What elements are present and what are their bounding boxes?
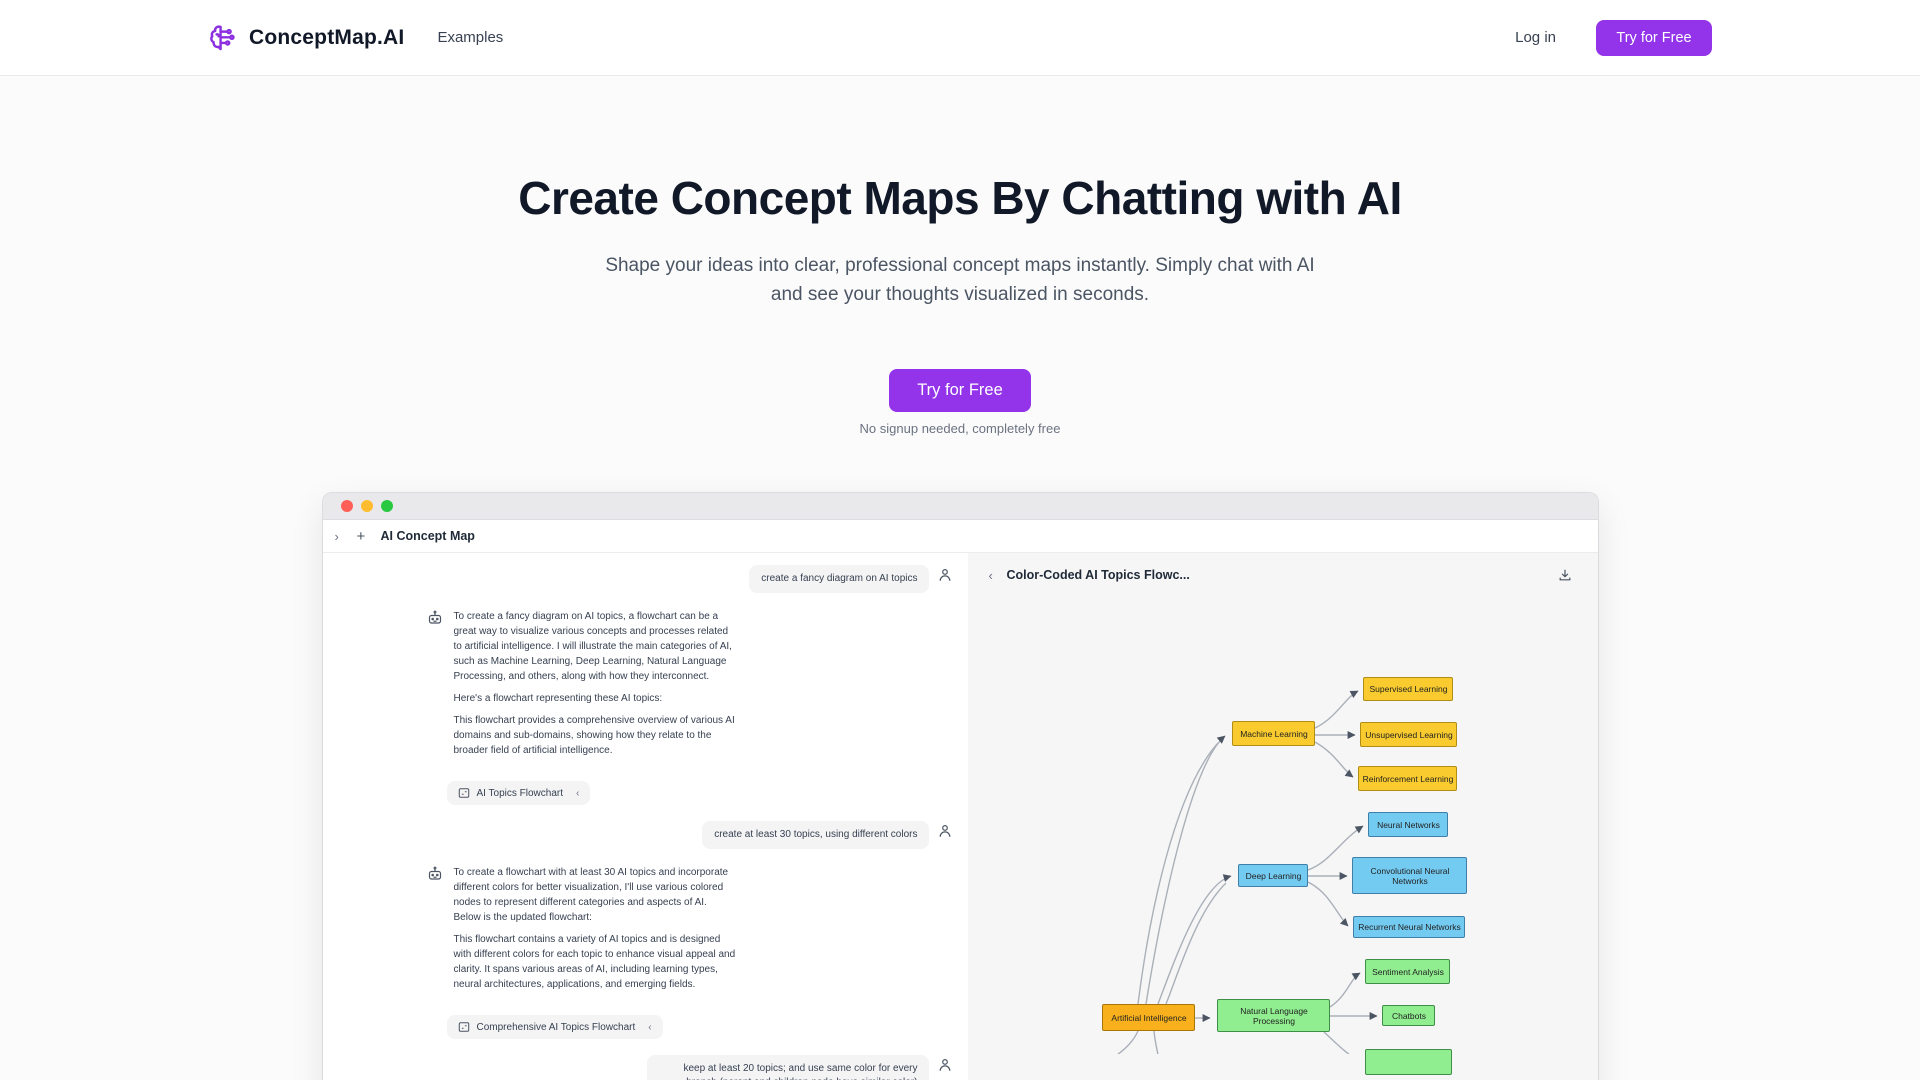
flowchart-panel: ‹ Color-Coded AI Topics Flowc... (968, 553, 1598, 1080)
user-avatar-icon (940, 1059, 951, 1071)
hero-subtitle: Shape your ideas into clear, professiona… (0, 251, 1920, 309)
brand[interactable]: ConceptMap.AI (205, 21, 404, 55)
attachment-chip-comprehensive-flowchart[interactable]: Comprehensive AI Topics Flowchart ‹ (446, 1015, 663, 1039)
brain-logo-icon (210, 24, 235, 50)
user-avatar-icon (940, 569, 951, 581)
flowchart-header: ‹ Color-Coded AI Topics Flowc... (968, 553, 1597, 597)
flowchart-node-reinforcement-learning[interactable]: Reinforcement Learning (1358, 766, 1458, 791)
sidebar-expand-icon[interactable]: › (334, 528, 339, 544)
flowchart-title: Color-Coded AI Topics Flowc... (1006, 568, 1190, 582)
user-message: keep at least 20 topics; and use same co… (323, 1055, 969, 1080)
flowchart-node-clipped[interactable] (1365, 1049, 1453, 1075)
flowchart-node-chatbots[interactable]: Chatbots (1382, 1005, 1436, 1026)
assistant-message: To create a fancy diagram on AI topics, … (323, 609, 969, 765)
window-titlebar (322, 493, 1598, 520)
assistant-message-text: To create a fancy diagram on AI topics, … (454, 609, 737, 765)
user-message-bubble: keep at least 20 topics; and use same co… (647, 1055, 930, 1080)
page-title: Create Concept Maps By Chatting with AI (518, 172, 1402, 224)
flowchart-node-unsupervised-learning[interactable]: Unsupervised Learning (1360, 722, 1458, 747)
hero-cta-note: No signup needed, completely free (859, 421, 1061, 436)
assistant-paragraph: This flowchart provides a comprehensive … (453, 715, 735, 756)
flowchart-edges (1117, 690, 1379, 1054)
window-content: create a fancy diagram on AI topics To c… (322, 552, 1598, 1080)
nav-link-examples[interactable]: Examples (437, 29, 504, 46)
nav-try-free-button[interactable]: Try for Free (1596, 19, 1712, 56)
hero-try-free-button[interactable]: Try for Free (889, 369, 1031, 412)
diagram-icon (458, 788, 469, 798)
assistant-message: To create a flowchart with at least 30 A… (323, 865, 969, 999)
chat-panel: create a fancy diagram on AI topics To c… (322, 553, 969, 1080)
attachment-chip-ai-topics-flowchart[interactable]: AI Topics Flowchart ‹ (446, 781, 591, 805)
attachment-chip-label: Comprehensive AI Topics Flowchart (476, 1021, 636, 1033)
assistant-robot-icon (428, 866, 441, 880)
assistant-paragraph: To create a flowchart with at least 30 A… (453, 867, 729, 923)
user-message-bubble: create a fancy diagram on AI topics (749, 565, 930, 593)
demo-app-window: › + AI Concept Map create a fancy diagra… (321, 492, 1599, 1080)
flowchart-node-sentiment-analysis[interactable]: Sentiment Analysis (1365, 959, 1451, 984)
chevron-left-icon[interactable]: ‹ (576, 787, 580, 799)
flowchart-node-supervised-learning[interactable]: Supervised Learning (1363, 677, 1454, 701)
flowchart-node-recurrent-neural-networks[interactable]: Recurrent Neural Networks (1353, 916, 1466, 938)
assistant-message-text: To create a flowchart with at least 30 A… (454, 865, 737, 999)
flowchart-node-convolutional-neural-networks[interactable]: Convolutional Neural Networks (1352, 857, 1468, 894)
chevron-left-icon[interactable]: ‹ (648, 1021, 652, 1033)
minimize-traffic-light[interactable] (360, 500, 373, 512)
user-avatar-icon (940, 825, 951, 837)
flowchart-node-deep-learning[interactable]: Deep Learning (1238, 864, 1309, 887)
assistant-paragraph: To create a fancy diagram on AI topics, … (453, 611, 732, 682)
document-title[interactable]: AI Concept Map (380, 529, 475, 543)
maximize-traffic-light[interactable] (380, 500, 393, 512)
user-message: create at least 30 topics, using differe… (323, 821, 969, 849)
hero-subtitle-line2: and see your thoughts visualized in seco… (770, 284, 1150, 305)
download-icon[interactable] (1558, 568, 1572, 582)
assistant-robot-icon (428, 610, 441, 624)
back-chevron-icon[interactable]: ‹ (988, 567, 993, 583)
top-nav: ConceptMap.AI Examples Log in Try for Fr… (0, 0, 1920, 76)
diagram-icon (458, 1022, 469, 1032)
flowchart-node-artificial-intelligence[interactable]: Artificial Intelligence (1102, 1004, 1196, 1031)
user-message: create a fancy diagram on AI topics (323, 565, 969, 593)
brand-name: ConceptMap.AI (249, 25, 405, 49)
flowchart-canvas[interactable]: Artificial Intelligence Machine Learning… (968, 597, 1597, 1080)
login-link[interactable]: Log in (1515, 29, 1556, 46)
window-tabbar: › + AI Concept Map (322, 520, 1598, 552)
flowchart-node-natural-language-processing[interactable]: Natural Language Processing (1217, 999, 1331, 1032)
user-message-bubble: create at least 30 topics, using differe… (702, 821, 930, 849)
attachment-chip-label: AI Topics Flowchart (476, 787, 564, 799)
hero-subtitle-line1: Shape your ideas into clear, professiona… (605, 255, 1315, 276)
new-tab-button[interactable]: + (356, 527, 366, 545)
assistant-paragraph: Here's a flowchart representing these AI… (453, 693, 663, 704)
flowchart-node-neural-networks[interactable]: Neural Networks (1368, 812, 1449, 837)
assistant-paragraph: This flowchart contains a variety of AI … (453, 934, 736, 990)
hero-section: Create Concept Maps By Chatting with AI … (0, 171, 1920, 436)
close-traffic-light[interactable] (340, 500, 353, 512)
flowchart-node-machine-learning[interactable]: Machine Learning (1232, 721, 1316, 746)
